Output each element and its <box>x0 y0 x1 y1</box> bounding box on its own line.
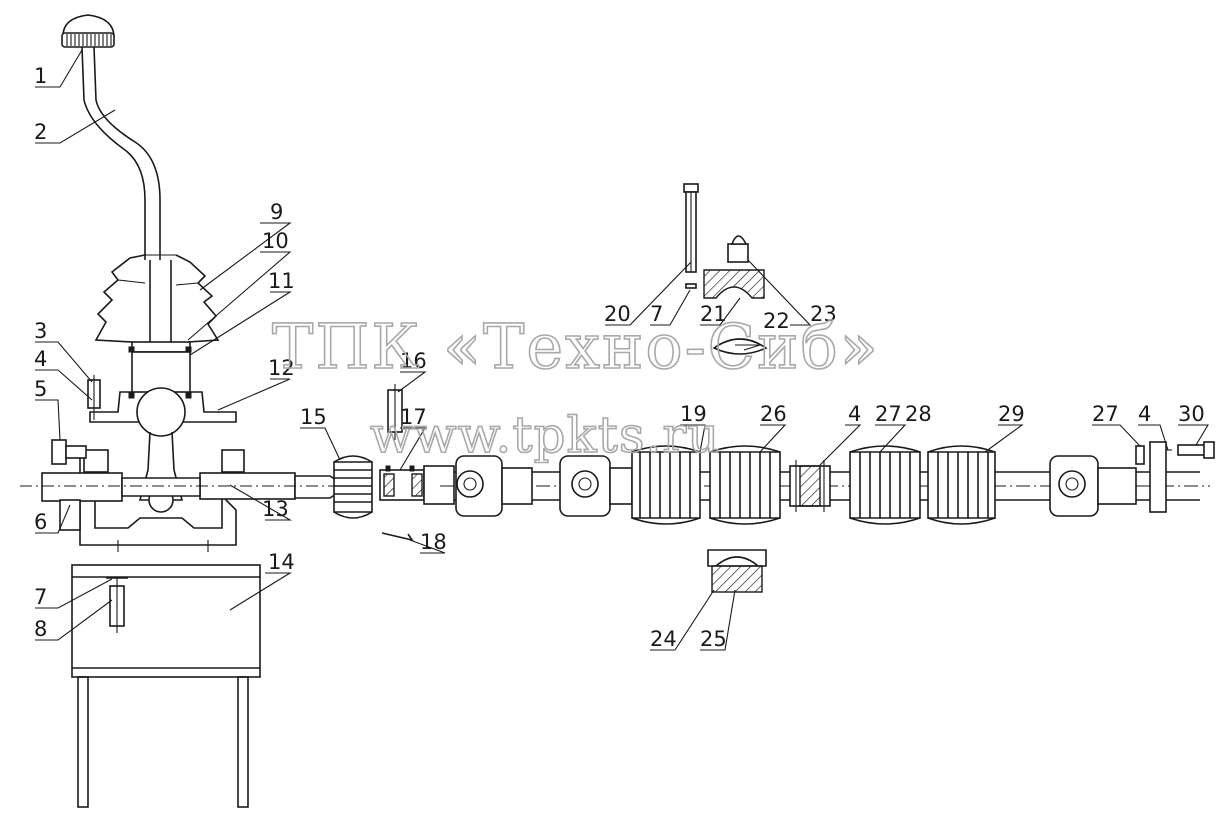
watermark-company: ТПК «Техно-Сиб» <box>272 310 880 383</box>
callout-24: 24 <box>650 627 677 651</box>
callout-5: 5 <box>34 377 47 401</box>
callout-22: 22 <box>763 309 790 333</box>
middle-coupling <box>789 460 831 512</box>
clamp-24-25 <box>707 549 767 593</box>
callout-7b: 7 <box>650 302 663 326</box>
callout-3: 3 <box>34 319 47 343</box>
callout-4c: 4 <box>1138 402 1151 426</box>
bolt-30 <box>1177 441 1215 459</box>
callout-27b: 27 <box>1092 402 1119 426</box>
connector-sleeve <box>379 465 455 505</box>
coupling-bellows <box>333 455 373 519</box>
universal-joint-2 <box>559 455 633 517</box>
callout-10: 10 <box>262 229 289 253</box>
watermark-url: www.tpkts.ru <box>370 406 721 464</box>
bellows-28 <box>849 445 921 525</box>
end-flange <box>1135 441 1172 513</box>
lever-housing <box>89 341 237 513</box>
callout-16: 16 <box>400 349 427 373</box>
selector-base <box>20 449 345 552</box>
clamp-21 <box>703 269 765 299</box>
bellows-26 <box>709 445 781 525</box>
bellows-29 <box>927 445 996 525</box>
universal-joint-3 <box>1049 455 1137 517</box>
callout-21: 21 <box>700 302 727 326</box>
callout-29: 29 <box>998 402 1025 426</box>
callout-8: 8 <box>34 617 47 641</box>
callout-12: 12 <box>268 356 295 380</box>
bellows-19 <box>631 445 701 525</box>
nut-23 <box>727 235 749 263</box>
universal-joint-1 <box>455 455 533 517</box>
mounting-bracket <box>71 564 261 808</box>
callout-18: 18 <box>420 530 447 554</box>
callout-2: 2 <box>34 120 47 144</box>
callout-20: 20 <box>604 302 631 326</box>
watermark: ТПК «Техно-Сиб» www.tpkts.ru <box>271 309 880 465</box>
callout-4b: 4 <box>848 402 861 426</box>
callout-15: 15 <box>300 405 327 429</box>
leader-lines <box>35 49 1209 651</box>
callout-17: 17 <box>400 405 427 429</box>
callout-9: 9 <box>270 200 283 224</box>
callout-28: 28 <box>905 402 932 426</box>
callout-30: 30 <box>1178 402 1205 426</box>
callout-27: 27 <box>875 402 902 426</box>
callout-6: 6 <box>34 510 47 534</box>
cotter-pin-18 <box>381 532 414 542</box>
callout-26: 26 <box>760 402 787 426</box>
long-bolt-20 <box>683 183 699 289</box>
callout-1: 1 <box>34 64 47 88</box>
callout-11: 11 <box>268 269 295 293</box>
callout-4: 4 <box>34 347 47 371</box>
bolt-left <box>51 375 101 465</box>
callout-25: 25 <box>700 627 727 651</box>
rubber-boot <box>94 254 220 343</box>
callout-14: 14 <box>268 550 295 574</box>
callout-13: 13 <box>262 497 289 521</box>
washer-22 <box>712 338 768 355</box>
shift-lever <box>81 46 172 345</box>
shift-knob <box>61 14 115 48</box>
callout-labels: 1 2 3 4 5 6 7 8 9 10 11 12 13 14 15 16 1… <box>34 64 1205 651</box>
callout-19: 19 <box>680 402 707 426</box>
pin-16 <box>387 384 403 440</box>
callout-7: 7 <box>34 585 47 609</box>
callout-23: 23 <box>810 302 837 326</box>
